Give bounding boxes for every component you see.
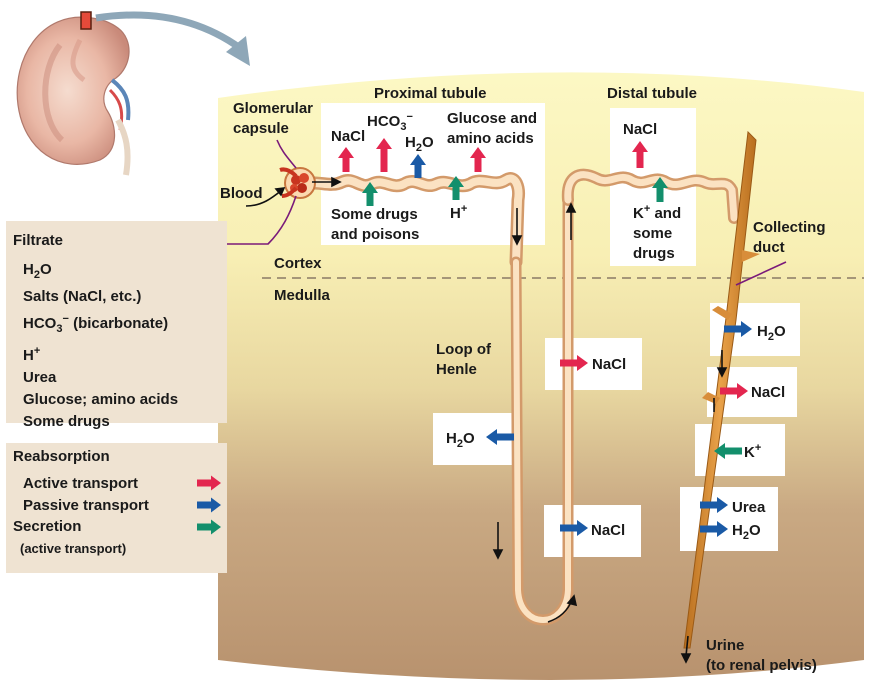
proximal-glucose-label-2: amino acids xyxy=(447,130,534,147)
proximal-nacl-arrow xyxy=(338,147,354,172)
proximal-drugs-label-2: and poisons xyxy=(331,226,419,243)
loop-h2o-arrow xyxy=(486,429,514,445)
filtrate-item-glucose: Glucose; amino acids xyxy=(23,391,179,408)
cortex-label: Cortex xyxy=(274,255,322,272)
glomerulus-icon xyxy=(279,167,316,199)
legend-secretion-arrow-icon xyxy=(197,519,221,535)
collecting-h2o-2-arrow xyxy=(700,521,728,537)
collecting-h2o-arrow xyxy=(724,321,752,337)
loop-label-2: Henle xyxy=(436,361,477,378)
proximal-h-arrow xyxy=(448,176,464,200)
distal-nacl-label: NaCl xyxy=(623,121,657,138)
urine-label-2: (to renal pelvis) xyxy=(706,657,817,674)
collecting-h2o-2-label: H2O xyxy=(732,522,761,542)
proximal-h2o-arrow xyxy=(410,154,426,178)
legend-active-label: Active transport xyxy=(23,475,139,492)
proximal-nacl-label: NaCl xyxy=(331,128,365,145)
proximal-h2o-label: H2O xyxy=(405,134,434,154)
collecting-label-2: duct xyxy=(753,239,785,256)
collecting-nacl-label: NaCl xyxy=(751,384,785,401)
proximal-glucose-label-1: Glucose and xyxy=(447,110,537,127)
loop-nacl-lower-arrow xyxy=(560,520,588,536)
collecting-nacl-arrow xyxy=(720,383,748,399)
leader-lines xyxy=(78,139,787,286)
zoom-pointer-arrow xyxy=(95,11,243,51)
legend-secretion-note: (active transport) xyxy=(20,541,127,556)
distal-k-label-3: drugs xyxy=(633,245,675,262)
proximal-glucose-arrow xyxy=(470,147,486,172)
collecting-urea-arrow xyxy=(700,497,728,513)
distal-nacl-arrow xyxy=(632,141,648,168)
collecting-urea-label: Urea xyxy=(732,499,766,516)
medulla-label: Medulla xyxy=(274,287,330,304)
distal-k-arrow xyxy=(652,177,668,202)
proximal-drugs-arrow xyxy=(362,182,378,206)
collecting-k-label: K+ xyxy=(744,442,761,461)
renal-tubule xyxy=(295,168,740,626)
legend-passive-arrow-icon xyxy=(197,497,221,513)
distal-tubule-label: Distal tubule xyxy=(607,85,697,102)
collecting-h2o-label: H2O xyxy=(757,323,786,343)
loop-h2o-label: H2O xyxy=(446,430,475,450)
collecting-k-arrow xyxy=(714,443,742,459)
proximal-h-plus-label: H+ xyxy=(450,203,467,222)
legend-panel: Reabsorption Active transport Passive tr… xyxy=(6,443,227,573)
loop-nacl-upper-label: NaCl xyxy=(592,356,626,373)
filtrate-item-drugs: Some drugs xyxy=(23,413,110,430)
filtrate-title: Filtrate xyxy=(13,232,64,249)
filtrate-item-h2o: H2O xyxy=(23,261,52,281)
blood-label: Blood xyxy=(220,185,263,202)
filtrate-item-urea: Urea xyxy=(23,369,57,386)
loop-nacl-lower-label: NaCl xyxy=(591,522,625,539)
proximal-hco3-label: HCO3− xyxy=(367,111,413,133)
collecting-label-1: Collecting xyxy=(753,219,826,236)
glomerular-label-2: capsule xyxy=(233,120,289,137)
filtrate-panel: Filtrate H2O Salts (NaCl, etc.) HCO3− (b… xyxy=(6,221,227,430)
loop-nacl-upper-arrow xyxy=(560,355,588,371)
zoom-pointer-arrowhead xyxy=(226,36,250,66)
legend-active-arrow-icon xyxy=(197,475,221,491)
kidney-thumbnail-icon xyxy=(16,11,131,176)
distal-k-label-2: some xyxy=(633,225,672,242)
filtrate-item-salts: Salts (NaCl, etc.) xyxy=(23,288,142,305)
legend-passive-label: Passive transport xyxy=(23,497,149,514)
transport-arrows xyxy=(338,138,752,537)
filtrate-item-h: H+ xyxy=(23,345,41,364)
legend-title: Reabsorption xyxy=(13,448,110,465)
loop-label-1: Loop of xyxy=(436,341,492,358)
filtrate-item-hco3: HCO3− (bicarbonate) xyxy=(23,313,169,335)
proximal-tubule-label: Proximal tubule xyxy=(374,85,487,102)
flow-arrows xyxy=(245,176,728,664)
glomerular-label-1: Glomerular xyxy=(233,100,313,117)
filtrate-list: H2O Salts (NaCl, etc.) HCO3− (bicarbonat… xyxy=(23,259,178,433)
distal-k-label-1: K+ and xyxy=(633,203,681,222)
proximal-drugs-label-1: Some drugs xyxy=(331,206,418,223)
urine-label-1: Urine xyxy=(706,637,744,654)
legend-secretion-label: Secretion xyxy=(13,518,82,535)
proximal-hco3-arrow xyxy=(376,138,392,172)
